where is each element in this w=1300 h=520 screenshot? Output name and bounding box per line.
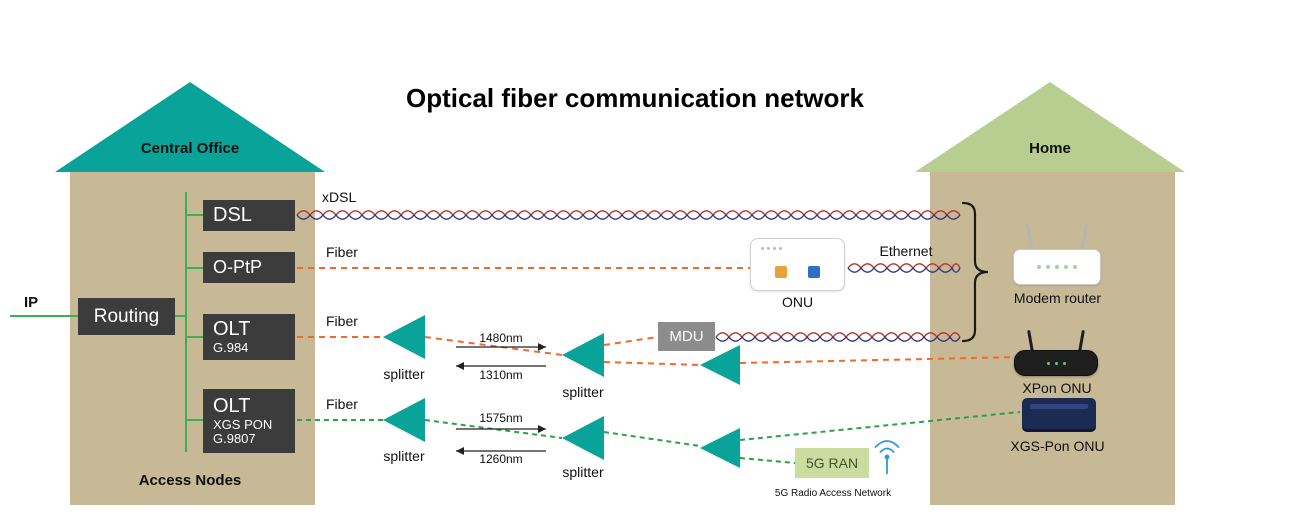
splitter6-to-5g-ran [739,457,796,464]
wavelength-1310-label: 1310nm [479,368,523,382]
xgs-pon-onu-label: XGS-Pon ONU [1010,438,1105,454]
router-body [1013,249,1101,285]
xpon-onu-label: XPon ONU [1022,380,1092,396]
splitter-5-icon [562,416,604,460]
5g-ran-caption: 5G Radio Access Network [774,488,892,499]
5g-ran-node: 5G RAN [795,448,869,478]
wavelength-1575-label: 1575nm [479,411,523,425]
xgs-top-stripe [1030,404,1088,409]
onu-device [750,238,845,291]
splitter5-to-splitter6 [603,431,701,447]
olt-xgs-sub-label: XGS PON [213,416,273,432]
olt-g984-label: OLT [213,318,251,341]
olt-g984-sub-label: G.984 [213,339,249,355]
xdsl-pair-wire-b [296,213,961,220]
splitter-4-icon [383,398,425,442]
router-antenna-left-icon [1025,222,1034,251]
splitter-6-icon [700,428,740,468]
access-nodes-label: Access Nodes [138,472,242,489]
onu-label: ONU [781,294,814,310]
5g-ran-label: 5G RAN [805,455,859,471]
dsl-node: DSL [203,200,295,231]
router-antenna-right-icon [1080,222,1089,251]
olt-xgs-label: OLT [213,395,251,418]
routing-label: Routing [93,305,160,327]
mdu-pair-wire-a [715,332,961,339]
fiber-label-olt2: Fiber [326,396,358,412]
xgs-pon-onu-device [1022,398,1096,432]
xpon-body [1014,350,1098,376]
xdsl-label: xDSL [322,189,357,205]
splitter-1-label: splitter [383,366,425,382]
central-office-roof [55,82,325,172]
xpon-antenna-left-icon [1027,329,1034,353]
splitter-3-icon [700,345,740,385]
onu-ethernet-port [808,266,820,278]
ip-label: IP [24,294,39,311]
splitter-5-label: splitter [562,464,604,480]
modem-router-device [1013,222,1101,286]
onu-led-dots [761,247,782,250]
optp-node: O-PtP [203,252,295,283]
splitter-2-icon [562,333,604,377]
arrow-1575nm-head [538,425,546,433]
ethernet-label: Ethernet [879,243,933,259]
wifi-antenna-icon [874,440,900,474]
fiber-label-optp: Fiber [326,244,358,260]
splitter-4-label: splitter [383,448,425,464]
splitter-2-label: splitter [562,384,604,400]
onu-fiber-port [775,266,787,278]
olt-g984-node: OLT G.984 [203,314,295,360]
fiber-label-olt1: Fiber [326,313,358,329]
splitter2-to-splitter3 [603,361,701,366]
central-office-label: Central Office [140,140,240,157]
xpon-antenna-right-icon [1078,329,1085,353]
splitter2-to-mdu [603,336,659,346]
dsl-label: DSL [213,203,252,226]
home-roof [915,82,1185,172]
xpon-onu-device [1014,329,1098,376]
mdu-node: MDU [658,322,715,351]
page-title: Optical fiber communication network [406,83,864,113]
splitter-1-icon [383,315,425,359]
wavelength-1480-label: 1480nm [479,331,523,345]
olt-xgs-node: OLT XGS PON G.9807 [203,389,295,453]
xdsl-pair-wire-a [296,210,961,217]
optp-label: O-PtP [213,256,263,277]
mdu-label: MDU [669,328,704,345]
mdu-pair-wire-b [715,335,961,342]
routing-node: Routing [78,298,175,335]
modem-router-label: Modem router [1013,290,1102,306]
home-label: Home [1029,140,1071,157]
wavelength-1260-label: 1260nm [479,452,523,466]
olt-xgs-sub2-label: G.9807 [213,430,256,446]
